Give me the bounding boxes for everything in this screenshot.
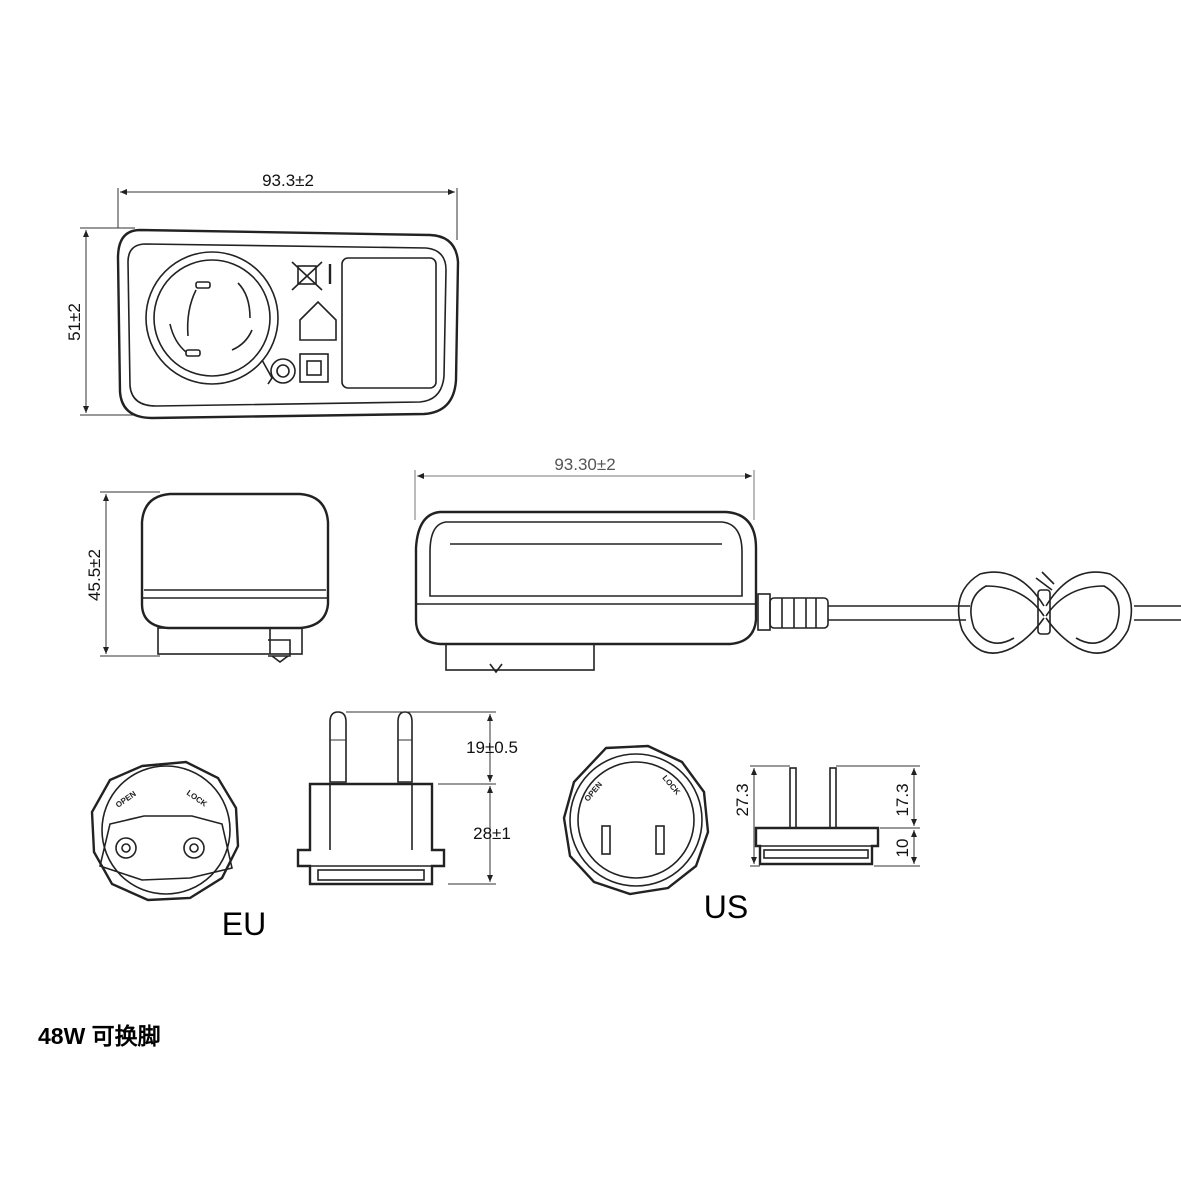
indoor-use-icon: [299, 300, 337, 341]
top-width-dimension: 93.3±2: [262, 171, 314, 190]
double-insulation-icon: [299, 353, 329, 383]
eu-lock-label: LOCK: [185, 788, 209, 808]
label-area: [341, 257, 437, 389]
front-view: 93.30±2: [414, 455, 1181, 674]
dc-cable: [757, 571, 1181, 654]
adapter-top-outline: [116, 228, 460, 420]
us-plug-side: 27.3 17.3 10: [733, 765, 920, 867]
eu-body-dimension: 28±1: [473, 824, 511, 843]
us-label: US: [704, 889, 748, 925]
us-total-dimension: 27.3: [733, 783, 752, 816]
caption: 48W 可换脚: [38, 1023, 161, 1049]
eu-plug-side: 19±0.5 28±1: [296, 711, 518, 886]
side-view: 45.5±2: [85, 491, 330, 663]
top-view: 93.3±2 51±2: [65, 171, 460, 420]
side-height-dimension: 45.5±2: [85, 549, 104, 601]
us-lock-label: LOCK: [660, 774, 682, 797]
eu-plug-face: OPEN LOCK: [90, 760, 240, 902]
socket-ring: [145, 251, 296, 385]
us-base-dimension: 10: [893, 839, 912, 858]
eu-label: EU: [222, 906, 266, 942]
front-width-dimension: 93.30±2: [554, 455, 615, 474]
us-pin-dimension: 17.3: [893, 783, 912, 816]
eu-open-label: OPEN: [114, 789, 138, 810]
top-height-dimension: 51±2: [65, 303, 84, 341]
weee-bin-icon: [291, 261, 332, 291]
us-plug-face: OPEN LOCK: [562, 744, 710, 896]
eu-pin-dimension: 19±0.5: [466, 738, 518, 757]
